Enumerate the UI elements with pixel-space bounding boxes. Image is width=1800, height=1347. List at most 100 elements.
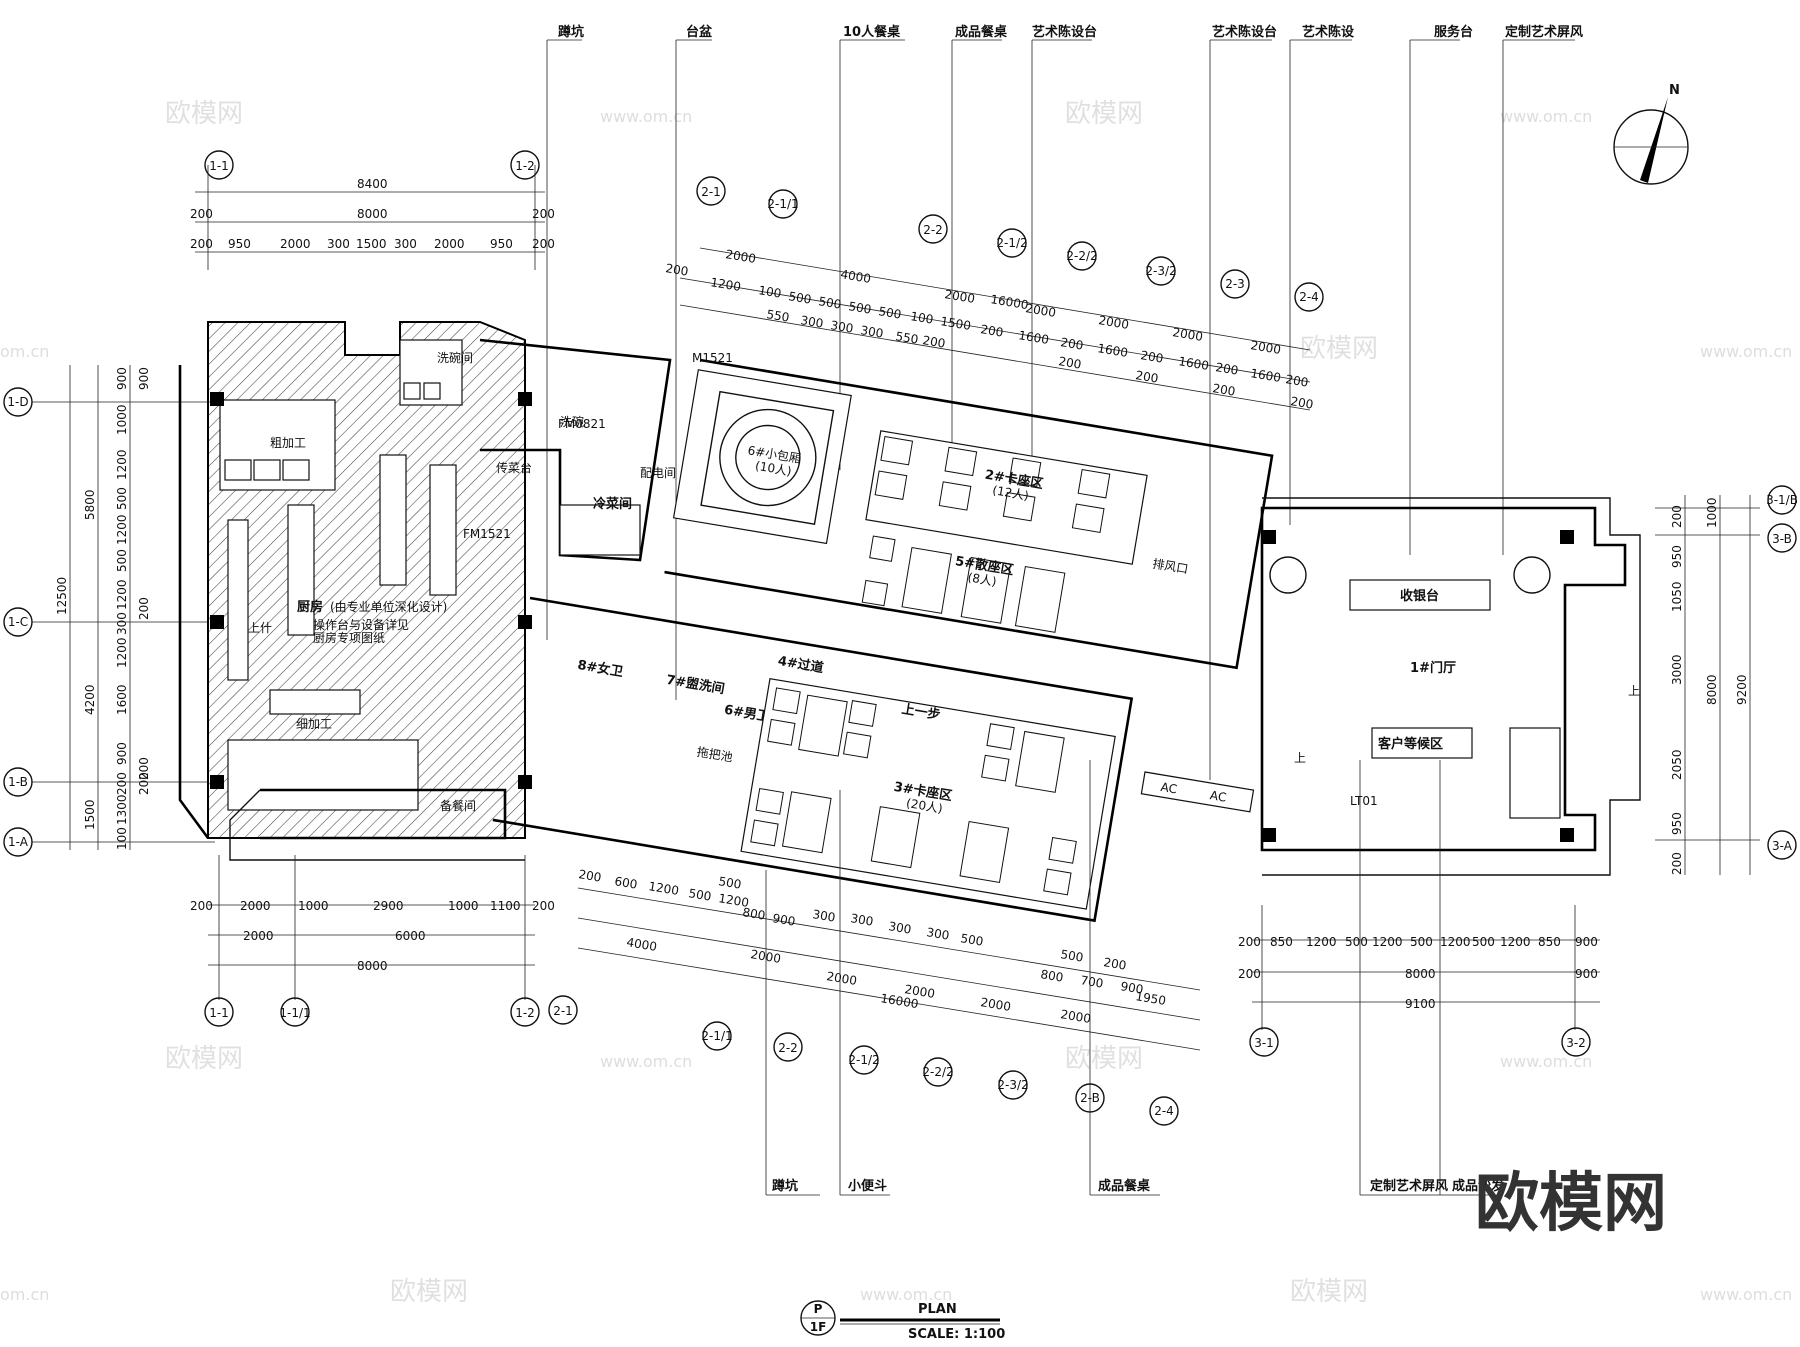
- room-dishwash-2: 洗碗: [560, 414, 584, 429]
- room-washroom: 7#盥洗间: [665, 672, 726, 698]
- axis-label: 1-2: [515, 1006, 535, 1020]
- svg-text:500: 500: [115, 487, 129, 510]
- callout-custom-art-screen-b: 定制艺术屏风: [1369, 1178, 1448, 1194]
- svg-text:200: 200: [1212, 381, 1237, 399]
- kitchen-note: (由专业单位深化设计): [330, 599, 447, 614]
- axis-label: 2-3/2: [1145, 264, 1176, 278]
- svg-text:2000: 2000: [980, 995, 1012, 1014]
- axis-label: 2-3/2: [997, 1078, 1028, 1092]
- axis-label: 3-1: [1254, 1036, 1274, 1050]
- svg-text:1200: 1200: [648, 879, 680, 898]
- watermark-cn: 欧模网: [1290, 1277, 1368, 1307]
- room-waiting: 客户等候区: [1378, 736, 1443, 752]
- svg-text:1200: 1200: [710, 275, 742, 294]
- svg-text:200: 200: [1135, 368, 1160, 386]
- svg-text:300: 300: [327, 237, 350, 251]
- svg-text:4000: 4000: [626, 935, 658, 954]
- dim-label: 12500: [55, 577, 69, 615]
- svg-text:8000: 8000: [1405, 967, 1436, 981]
- svg-text:200: 200: [1140, 348, 1165, 366]
- svg-text:2000: 2000: [1025, 301, 1057, 320]
- axis-bubble: [510, 150, 540, 180]
- svg-text:2000: 2000: [240, 899, 271, 913]
- svg-text:200: 200: [137, 757, 151, 780]
- cold-room: [559, 504, 641, 556]
- svg-text:1200: 1200: [115, 514, 129, 545]
- room-private-cap: (10人): [754, 459, 792, 479]
- svg-text:200: 200: [1290, 394, 1315, 412]
- svg-text:500: 500: [1410, 935, 1433, 949]
- room-distribution: 配电间: [640, 466, 676, 480]
- svg-text:8000: 8000: [1705, 674, 1719, 705]
- watermark-cn: 欧模网: [1065, 1044, 1143, 1074]
- svg-text:200: 200: [1285, 372, 1310, 390]
- svg-text:500: 500: [960, 931, 985, 949]
- svg-text:500: 500: [818, 294, 843, 312]
- up-note: 上: [1294, 751, 1306, 765]
- svg-text:500: 500: [718, 874, 743, 892]
- callouts-bottom: 蹲坑 小便斗 成品餐桌 定制艺术屏风 成品沙发: [765, 760, 1505, 1196]
- callout-sofa: 成品沙发: [1452, 1178, 1505, 1194]
- watermarks: 欧模网 www.om.cn 欧模网 www.om.cn om.cn 欧模网 ww…: [0, 99, 1792, 1307]
- svg-text:200: 200: [190, 899, 213, 913]
- svg-text:1050: 1050: [1670, 581, 1684, 612]
- door-tag: FM0821: [558, 417, 606, 431]
- svg-text:200: 200: [1238, 935, 1261, 949]
- svg-text:2900: 2900: [373, 899, 404, 913]
- sheet-ref-top: P: [814, 1302, 823, 1316]
- axis-label: 2-1: [701, 185, 721, 199]
- svg-text:200: 200: [1058, 354, 1083, 372]
- svg-text:4000: 4000: [840, 267, 872, 286]
- svg-text:500: 500: [115, 549, 129, 572]
- callout-10-seat-table: 10人餐桌: [843, 24, 901, 40]
- axis-label: 2-2/2: [922, 1065, 953, 1079]
- svg-text:1500: 1500: [356, 237, 387, 251]
- room-storage: 备餐间: [440, 798, 476, 813]
- room-lobby: 1#门厅: [1410, 660, 1456, 676]
- waiting-sofa: [1371, 727, 1473, 759]
- callout-art-display-stand-2: 艺术陈设台: [1212, 24, 1277, 40]
- svg-text:300: 300: [115, 612, 129, 635]
- lt01-tag: LT01: [1350, 794, 1378, 808]
- svg-text:200: 200: [1238, 967, 1261, 981]
- svg-text:200: 200: [115, 772, 129, 795]
- svg-text:9200: 9200: [1735, 674, 1749, 705]
- north-label: N: [1669, 83, 1680, 98]
- callouts-top: 蹲坑 台盆 10人餐桌 成品餐桌 艺术陈设台 艺术陈设台 艺术陈设 服务台 定制…: [546, 24, 1583, 780]
- svg-text:200: 200: [980, 322, 1005, 340]
- axis-label: 2-1: [553, 1004, 573, 1018]
- svg-text:1600: 1600: [1097, 341, 1129, 360]
- axis-label: 2-1/2: [848, 1053, 879, 1067]
- dim-label: 8000: [357, 207, 388, 221]
- svg-text:2000: 2000: [725, 247, 757, 266]
- svg-text:1600: 1600: [1178, 354, 1210, 373]
- svg-text:950: 950: [1670, 812, 1684, 835]
- svg-text:100: 100: [910, 309, 935, 327]
- callout-wash-basin: 台盆: [686, 24, 713, 40]
- svg-text:1200: 1200: [718, 891, 750, 910]
- lobby-bottom-dims: 200 850 1200 500 1200 500 1200 500 1200 …: [1238, 935, 1598, 1011]
- axis-label: 3-2: [1566, 1036, 1586, 1050]
- watermark-url-short: om.cn: [0, 1285, 49, 1304]
- room-booth-3-cap: (20人): [905, 796, 943, 816]
- svg-text:500: 500: [688, 886, 713, 904]
- axis-label: 3-1/B: [1766, 493, 1798, 507]
- svg-text:500: 500: [788, 289, 813, 307]
- svg-text:850: 850: [1538, 935, 1561, 949]
- axis-label: 2-3: [1225, 277, 1245, 291]
- stair: [1509, 727, 1561, 819]
- callout-squat-toilet-b: 蹲坑: [772, 1178, 798, 1194]
- cashier-counter: [1349, 579, 1491, 611]
- axis-label: 1-C: [8, 615, 28, 629]
- watermark-cn: 欧模网: [165, 1044, 243, 1074]
- svg-text:1600: 1600: [1250, 366, 1282, 385]
- plan-scale: SCALE: 1:100: [908, 1327, 1005, 1342]
- watermark-cn: 欧模网: [1300, 334, 1378, 364]
- room-cold: 冷菜间: [593, 496, 632, 512]
- axis-label: 2-4: [1299, 290, 1319, 304]
- axis-label: 1-1: [209, 159, 229, 173]
- plan-title: PLAN: [918, 1302, 957, 1317]
- kitchen-top-dim-row: 200 950 2000 300 1500 300 2000 950 200: [190, 237, 555, 251]
- svg-text:200: 200: [1670, 852, 1684, 875]
- axis-label: 2-2: [778, 1041, 798, 1055]
